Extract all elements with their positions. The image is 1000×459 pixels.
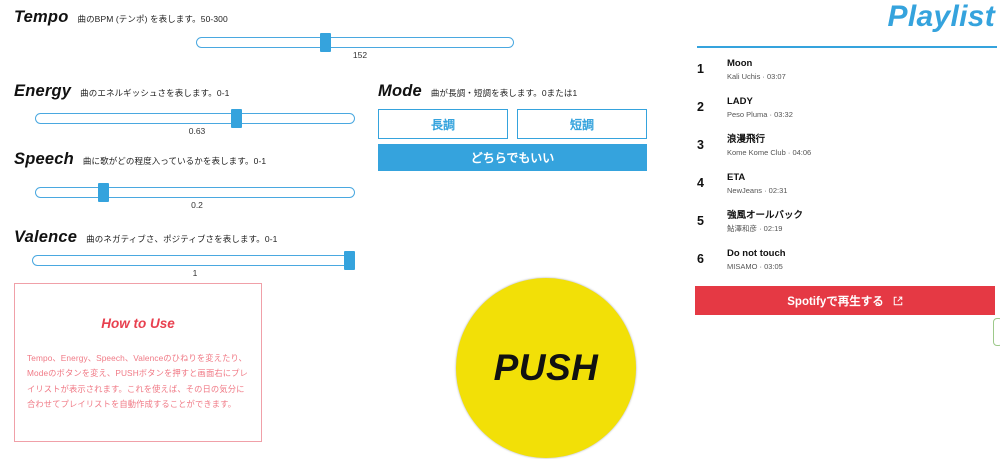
tempo-slider-thumb[interactable] [320,33,331,52]
track-info: LADY Peso Pluma · 03:32 [727,94,1000,121]
tempo-slider-track[interactable] [196,37,514,48]
mode-either-button[interactable]: どちらでもいい [378,144,647,171]
green-edge-chip [993,318,1000,346]
track-title: ETA [727,172,746,183]
track-title: Do not touch [727,248,786,259]
mode-minor-button[interactable]: 短調 [517,109,647,139]
mode-description: 曲が長調・短調を表します。0または1 [430,88,578,98]
energy-slider[interactable]: 0.63 [0,104,690,138]
track-title: 強風オールバック [727,210,804,221]
track-meta: MISAMO · 03:05 [727,262,783,272]
track-list: 1 Moon Kali Uchis · 03:07 2 LADY Peso Pl… [690,56,1000,284]
play-on-spotify-label: Spotifyで再生する [787,295,884,308]
speech-value: 0.2 [191,200,203,210]
tempo-header: Tempo 曲のBPM (テンポ) を表します。50-300 [14,8,228,27]
track-info: 浪漫飛行 Kome Kome Club · 04:06 [727,132,1000,159]
playlist-panel: Playlist 1 Moon Kali Uchis · 03:07 2 LAD… [690,0,1000,459]
energy-slider-thumb[interactable] [231,109,242,128]
how-to-use-body: Tempo、Energy、Speech、Valenceのひねりを変えたり、Mod… [27,353,248,410]
track-info: ETA NewJeans · 02:31 [727,170,1000,197]
energy-description: 曲のエネルギッシュさを表します。0-1 [80,88,230,98]
energy-value: 0.63 [188,126,206,136]
track-info: Moon Kali Uchis · 03:07 [727,56,1000,83]
track-row[interactable]: 1 Moon Kali Uchis · 03:07 [690,56,1000,94]
playlist-divider [697,46,997,48]
track-number: 1 [697,62,704,76]
track-row[interactable]: 6 Do not touch MISAMO · 03:05 [690,246,1000,284]
valence-slider-track[interactable] [32,255,352,266]
tempo-description: 曲のBPM (テンポ) を表します。50-300 [77,14,228,24]
valence-description: 曲のネガティブさ、ポジティブさを表します。0-1 [86,234,278,244]
track-meta: 鮎澤和彦 · 02:19 [727,224,783,234]
speech-slider-track[interactable] [35,187,355,198]
how-to-use-title: How to Use [101,316,175,331]
valence-slider-thumb[interactable] [344,251,355,270]
push-button[interactable]: PUSH [456,278,636,458]
controls-panel: Tempo 曲のBPM (テンポ) を表します。50-300 152 Energ… [0,8,690,458]
push-button-label: PUSH [493,347,599,388]
track-number: 6 [697,252,704,266]
valence-slider[interactable]: 1 [0,246,690,280]
speech-slider-thumb[interactable] [98,183,109,202]
track-info: Do not touch MISAMO · 03:05 [727,246,1000,273]
tempo-slider[interactable]: 152 [0,28,690,62]
mode-button-row: 長調 短調 [378,109,647,139]
valence-value: 1 [192,268,198,278]
track-meta: Kome Kome Club · 04:06 [727,148,812,158]
playlist-title: Playlist [887,0,995,33]
energy-title: Energy [14,82,72,100]
track-meta: Peso Pluma · 03:32 [727,110,793,120]
track-info: 強風オールバック 鮎澤和彦 · 02:19 [727,208,1000,235]
speech-title: Speech [14,150,74,168]
track-number: 4 [697,176,704,190]
valence-title: Valence [14,228,78,246]
track-row[interactable]: 2 LADY Peso Pluma · 03:32 [690,94,1000,132]
mode-header: Mode 曲が長調・短調を表します。0または1 [378,82,577,101]
play-on-spotify-button[interactable]: Spotifyで再生する [695,286,995,315]
speech-description: 曲に歌がどの程度入っているかを表します。0-1 [82,156,267,166]
track-meta: Kali Uchis · 03:07 [727,72,786,82]
energy-slider-track[interactable] [35,113,355,124]
track-number: 5 [697,214,704,228]
tempo-value: 152 [352,50,368,60]
track-number: 2 [697,100,704,114]
speech-header: Speech 曲に歌がどの程度入っているかを表します。0-1 [14,150,266,169]
energy-header: Energy 曲のエネルギッシュさを表します。0-1 [14,82,229,101]
track-number: 3 [697,138,704,152]
track-title: LADY [727,96,753,107]
track-title: 浪漫飛行 [727,134,766,145]
mode-title: Mode [378,82,422,100]
track-row[interactable]: 4 ETA NewJeans · 02:31 [690,170,1000,208]
speech-slider[interactable]: 0.2 [0,178,690,212]
track-meta: NewJeans · 02:31 [727,186,788,196]
tempo-title: Tempo [14,8,69,26]
external-link-icon [893,296,902,305]
mode-major-button[interactable]: 長調 [378,109,508,139]
valence-header: Valence 曲のネガティブさ、ポジティブさを表します。0-1 [14,228,278,247]
track-title: Moon [727,58,753,69]
track-row[interactable]: 5 強風オールバック 鮎澤和彦 · 02:19 [690,208,1000,246]
track-row[interactable]: 3 浪漫飛行 Kome Kome Club · 04:06 [690,132,1000,170]
how-to-use-panel: How to Use Tempo、Energy、Speech、Valenceのひ… [14,283,262,442]
